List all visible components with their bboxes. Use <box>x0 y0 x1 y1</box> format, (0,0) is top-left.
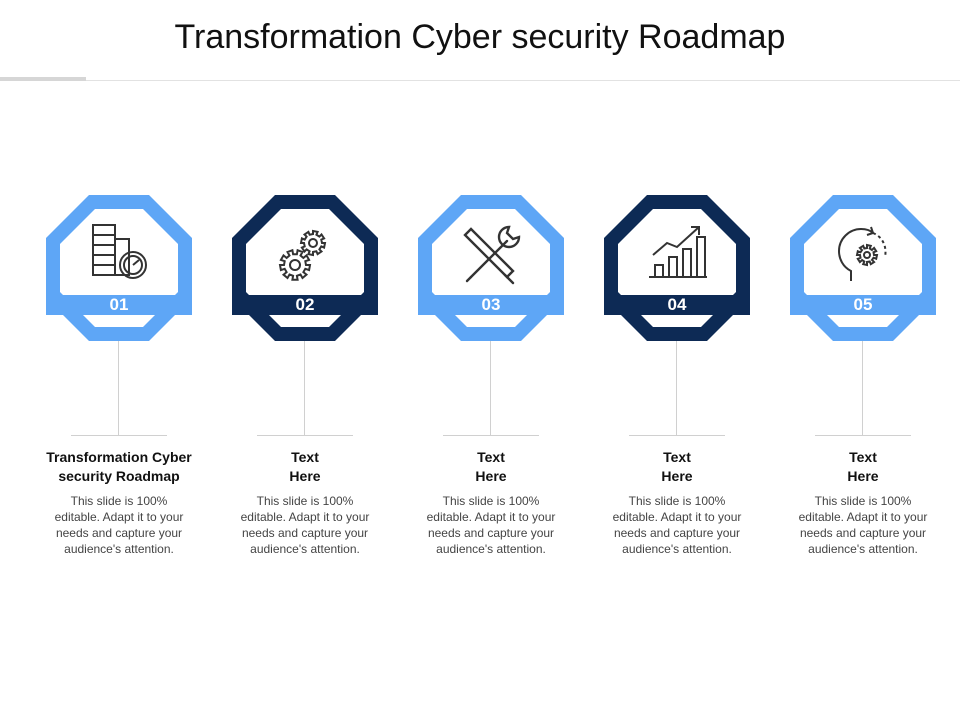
step-heading: Text Here <box>475 449 507 484</box>
step-description: This slide is 100% editable. Adapt it to… <box>612 494 742 556</box>
connector-vertical <box>862 341 863 435</box>
gears-icon <box>263 213 347 297</box>
roadmap-step-4: 04 Text Here This slide is 100% editable… <box>582 195 772 595</box>
title-divider <box>0 80 960 81</box>
octagon-badge <box>790 195 936 341</box>
step-description: This slide is 100% editable. Adapt it to… <box>240 494 370 556</box>
step-number: 02 <box>295 295 315 314</box>
step-heading: Transformation Cyber security Roadmap <box>46 449 192 484</box>
roadmap-step-5: 05 Text Here This slide is 100% editable… <box>768 195 958 595</box>
server-gauge-icon <box>77 213 161 297</box>
step-heading: Text Here <box>847 449 879 484</box>
connector-horizontal <box>257 435 353 436</box>
head-gear-icon <box>821 213 905 297</box>
step-heading: Text Here <box>661 449 693 484</box>
connector-vertical <box>304 341 305 435</box>
step-number: 04 <box>667 295 687 314</box>
step-description: This slide is 100% editable. Adapt it to… <box>426 494 556 556</box>
growth-chart-icon <box>635 213 719 297</box>
connector-horizontal <box>71 435 167 436</box>
title-accent-bar <box>0 77 86 81</box>
connector-vertical <box>490 341 491 435</box>
octagon-badge <box>46 195 192 341</box>
connector-vertical <box>676 341 677 435</box>
roadmap-step-2: 02 Text Here This slide is 100% editable… <box>210 195 400 595</box>
step-heading: Text Here <box>289 449 321 484</box>
step-number: 05 <box>853 295 873 314</box>
step-number: 03 <box>481 295 501 314</box>
step-description: This slide is 100% editable. Adapt it to… <box>54 494 184 556</box>
connector-horizontal <box>629 435 725 436</box>
page-title: Transformation Cyber security Roadmap <box>174 18 786 56</box>
roadmap-step-1: 01 Transformation Cyber security Roadmap… <box>24 195 214 595</box>
tools-icon <box>449 213 533 297</box>
step-description: This slide is 100% editable. Adapt it to… <box>798 494 928 556</box>
octagon-badge <box>418 195 564 341</box>
connector-horizontal <box>815 435 911 436</box>
roadmap-step-3: 03 Text Here This slide is 100% editable… <box>396 195 586 595</box>
connector-vertical <box>118 341 119 435</box>
connector-horizontal <box>443 435 539 436</box>
step-number: 01 <box>109 295 129 314</box>
